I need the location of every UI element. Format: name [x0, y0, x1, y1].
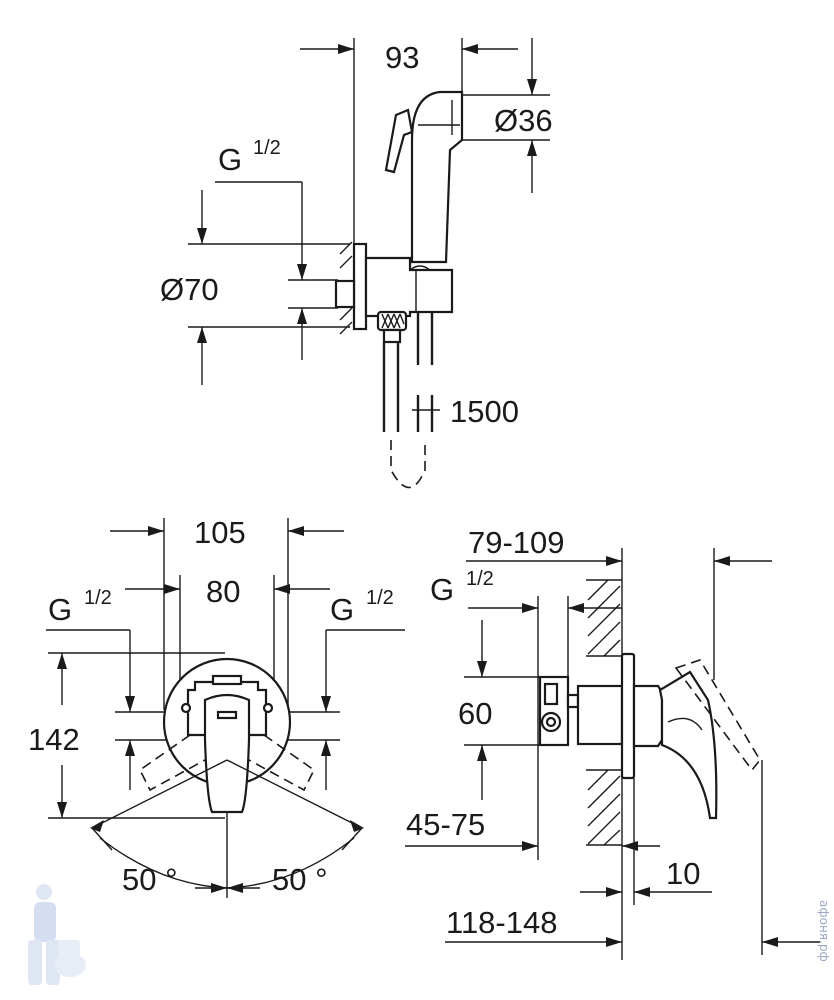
angle-left: 50 °: [122, 862, 178, 897]
front-view: 105 80 G 1/2 G 1/2: [28, 515, 405, 898]
thread-right-label: G: [330, 592, 354, 627]
thread-top-label: G: [218, 142, 242, 177]
dim-142: 142: [28, 722, 80, 757]
dim-60: 60: [458, 696, 492, 731]
thread-side-label: G: [430, 572, 454, 607]
thread-right-fraction: 1/2: [366, 587, 394, 609]
dim-118-148: 118-148: [446, 905, 557, 940]
side-view: 79-109 G 1/2 60: [405, 525, 820, 960]
wall-hatch-side: [587, 579, 621, 846]
dim-93: 93: [385, 40, 419, 75]
dim-d36: Ø36: [494, 103, 553, 138]
dim-10: 10: [666, 856, 700, 891]
thread-top-fraction: 1/2: [253, 137, 281, 159]
dim-80: 80: [206, 574, 240, 609]
dim-105: 105: [194, 515, 246, 550]
angle-right: 50 °: [272, 862, 328, 897]
plumber-mascot-icon: [28, 884, 86, 985]
dim-79-109: 79-109: [468, 525, 565, 560]
dim-d70: Ø70: [160, 272, 219, 307]
dim-1500: 1500: [450, 394, 519, 429]
knurl-pattern: [381, 313, 405, 329]
dim-45-75: 45-75: [406, 807, 485, 842]
thread-left-label: G: [48, 592, 72, 627]
wall-hatch-top: [339, 241, 353, 335]
hand-shower-view: 93 Ø36 G 1/2 Ø70: [160, 38, 553, 489]
thread-side-fraction: 1/2: [466, 568, 494, 590]
thread-left-fraction: 1/2: [84, 587, 112, 609]
watermark-text: афоня.рф: [817, 900, 831, 962]
